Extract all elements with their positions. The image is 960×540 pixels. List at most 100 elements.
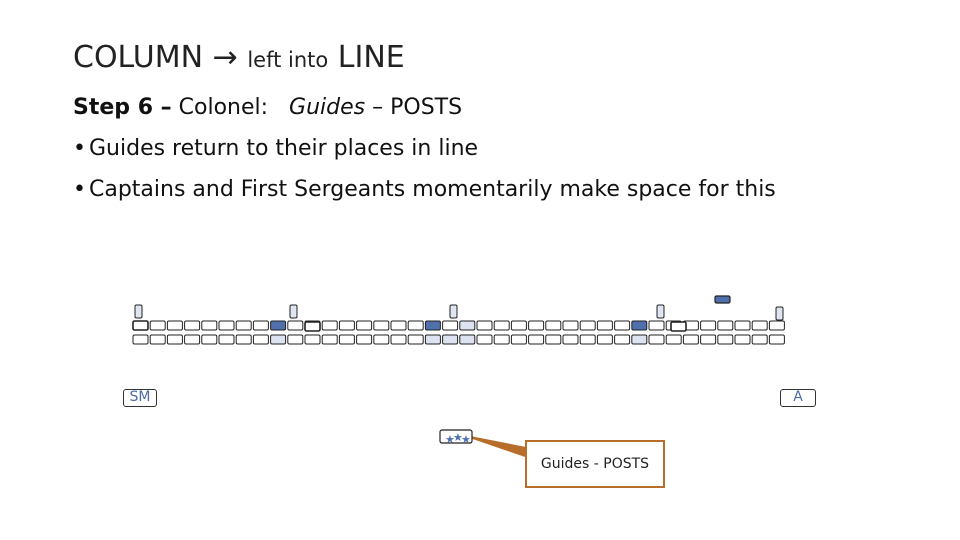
soldier-box bbox=[390, 320, 407, 331]
soldier-box bbox=[562, 334, 579, 345]
title-arrow: → bbox=[212, 40, 238, 75]
company-marker bbox=[449, 304, 458, 319]
soldier-box bbox=[579, 320, 596, 331]
star-icon: ★ bbox=[445, 433, 455, 446]
guides-posts-callout: Guides - POSTS bbox=[525, 440, 665, 488]
captain-box bbox=[304, 321, 321, 332]
bullet-1-text: Guides return to their places in line bbox=[89, 136, 479, 161]
soldier-box bbox=[734, 320, 751, 331]
soldier-box bbox=[321, 320, 338, 331]
soldier-box bbox=[510, 320, 527, 331]
bullet-2-text: Captains and First Sergeants momentarily… bbox=[89, 177, 776, 202]
soldier-box bbox=[184, 320, 201, 331]
soldier-box bbox=[682, 334, 699, 345]
star-icon: ★ bbox=[461, 433, 471, 446]
soldier-box bbox=[734, 334, 751, 345]
soldier-box bbox=[562, 320, 579, 331]
title-left-into: left into bbox=[247, 48, 329, 72]
guide-box bbox=[424, 320, 441, 331]
bullet-1: •Guides return to their places in line bbox=[73, 136, 479, 161]
soldier-box bbox=[545, 334, 562, 345]
colonel-marker: ★ ★ ★ bbox=[439, 429, 473, 446]
soldier-box bbox=[665, 334, 682, 345]
title-line: LINE bbox=[337, 40, 405, 75]
soldier-box bbox=[356, 320, 373, 331]
soldier-box bbox=[700, 334, 717, 345]
soldier-box bbox=[596, 320, 613, 331]
soldier-box bbox=[373, 334, 390, 345]
guide-box bbox=[270, 320, 287, 331]
soldier-box bbox=[768, 334, 785, 345]
guide-box bbox=[631, 320, 648, 331]
soldier-box bbox=[717, 320, 734, 331]
soldier-box bbox=[201, 320, 218, 331]
soldier-box bbox=[132, 334, 149, 345]
sergeant-major-label: SM bbox=[123, 389, 157, 407]
front-rank bbox=[132, 320, 785, 331]
soldier-box bbox=[304, 334, 321, 345]
step-command-rest: – POSTS bbox=[372, 95, 463, 120]
company-marker bbox=[134, 304, 143, 319]
soldier-box bbox=[407, 320, 424, 331]
adjutant-label: A bbox=[780, 389, 816, 407]
soldier-box bbox=[166, 334, 183, 345]
soldier-box bbox=[218, 334, 235, 345]
bullet-2: •Captains and First Sergeants momentaril… bbox=[73, 177, 776, 202]
soldier-box bbox=[476, 334, 493, 345]
company-marker bbox=[289, 304, 298, 319]
step-line: Step 6 – Colonel: Guides – POSTS bbox=[73, 87, 776, 128]
step-label: Step 6 – bbox=[73, 95, 172, 120]
company-markers bbox=[132, 295, 784, 332]
soldier-box bbox=[648, 320, 665, 331]
guide-box bbox=[270, 334, 287, 345]
soldier-box bbox=[235, 320, 252, 331]
guide-box bbox=[442, 334, 459, 345]
guide-box bbox=[459, 334, 476, 345]
soldier-box bbox=[493, 320, 510, 331]
soldier-box bbox=[218, 320, 235, 331]
soldier-box bbox=[356, 334, 373, 345]
soldier-box bbox=[648, 334, 665, 345]
soldier-box bbox=[528, 334, 545, 345]
guide-box bbox=[459, 320, 476, 331]
soldier-box bbox=[751, 320, 768, 331]
soldier-box bbox=[545, 320, 562, 331]
soldier-box bbox=[751, 334, 768, 345]
soldier-box bbox=[338, 320, 355, 331]
title-column: COLUMN bbox=[73, 40, 204, 75]
soldier-box bbox=[407, 334, 424, 345]
soldier-box bbox=[579, 334, 596, 345]
colonel-box bbox=[714, 295, 731, 304]
soldier-box bbox=[528, 320, 545, 331]
company-marker bbox=[656, 304, 665, 319]
soldier-box bbox=[235, 334, 252, 345]
soldier-box bbox=[149, 320, 166, 331]
soldier-box bbox=[442, 320, 459, 331]
guide-box bbox=[424, 334, 441, 345]
soldier-box bbox=[321, 334, 338, 345]
soldier-box bbox=[166, 320, 183, 331]
captain-box bbox=[132, 320, 149, 331]
soldier-box bbox=[252, 320, 269, 331]
star-icon: ★ bbox=[453, 431, 463, 444]
company-marker bbox=[775, 306, 784, 321]
soldier-box bbox=[252, 334, 269, 345]
soldier-box bbox=[700, 320, 717, 331]
soldier-box bbox=[201, 334, 218, 345]
soldier-box bbox=[149, 334, 166, 345]
soldier-box bbox=[287, 320, 304, 331]
soldier-box bbox=[493, 334, 510, 345]
soldier-box bbox=[717, 334, 734, 345]
guide-box bbox=[631, 334, 648, 345]
soldier-box bbox=[596, 334, 613, 345]
soldier-box bbox=[338, 334, 355, 345]
slide-body: Step 6 – Colonel: Guides – POSTS •Guides… bbox=[73, 87, 776, 210]
soldier-box bbox=[614, 334, 631, 345]
rear-rank bbox=[132, 334, 785, 345]
soldier-box bbox=[510, 334, 527, 345]
soldier-box bbox=[373, 320, 390, 331]
callout-pointer bbox=[469, 436, 532, 460]
soldier-box bbox=[287, 334, 304, 345]
soldier-box bbox=[184, 334, 201, 345]
soldier-box bbox=[390, 334, 407, 345]
